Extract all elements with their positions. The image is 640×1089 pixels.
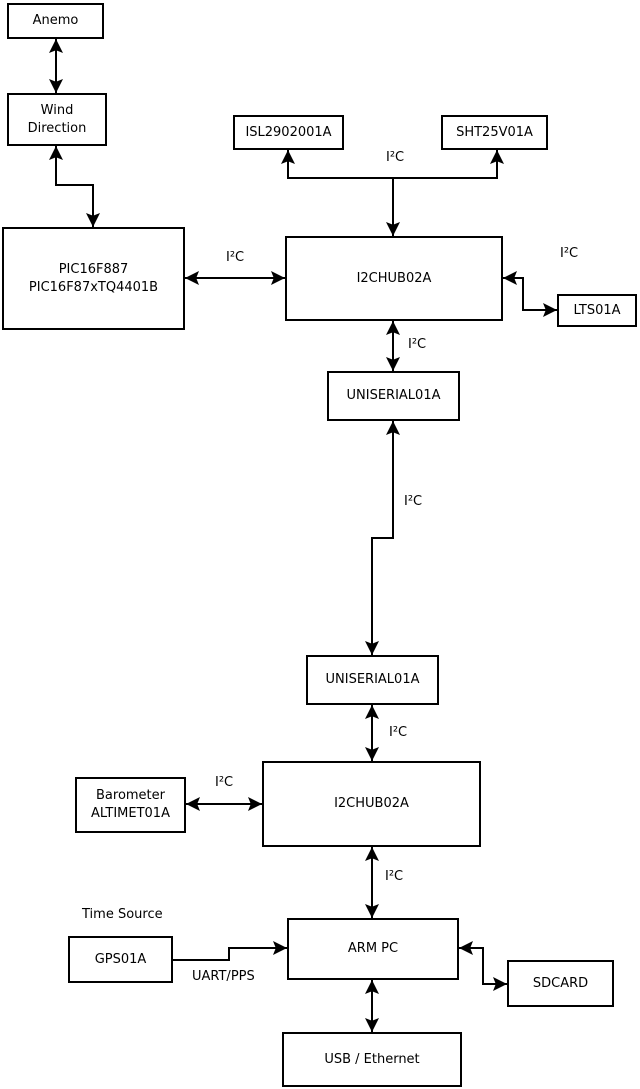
label-i2c-hub2-armpc: I²C <box>385 869 404 884</box>
node-barometer-altimet01a: Barometer ALTIMET01A <box>75 777 186 833</box>
node-lts01a: LTS01A <box>557 294 637 327</box>
label-i2c-hub-lts: I²C <box>560 246 579 261</box>
node-uniserial01a-lower: UNISERIAL01A <box>306 655 439 705</box>
node-isl2902001a: ISL2902001A <box>233 115 344 150</box>
edge-armpc-sdcard <box>459 941 507 991</box>
label-uart-pps: UART/PPS <box>192 969 255 984</box>
edge-uniserial1-uniserial2 <box>365 421 400 655</box>
edge-gps-armpc <box>173 941 287 961</box>
node-anemo: Anemo <box>7 3 104 39</box>
label-i2c-sensorbus: I²C <box>386 150 405 165</box>
node-i2chub02a-lower: I2CHUB02A <box>262 761 481 847</box>
node-wind-direction: Wind Direction <box>7 93 107 146</box>
node-arm-pc: ARM PC <box>287 918 459 980</box>
edge-winddirection-pic <box>49 146 100 227</box>
node-uniserial01a-upper: UNISERIAL01A <box>327 371 460 421</box>
edge-hub1-lts <box>503 271 557 317</box>
label-i2c-uniserial-hub2: I²C <box>389 725 408 740</box>
label-time-source: Time Source <box>82 907 163 922</box>
label-i2c-hub-uniserial: I²C <box>408 337 427 352</box>
node-pic16f887: PIC16F887 PIC16F87xTQ4401B <box>2 227 185 330</box>
label-i2c-barometer-hub2: I²C <box>215 775 234 790</box>
label-i2c-uniserial-link: I²C <box>404 494 423 509</box>
label-i2c-pic-hub: I²C <box>226 250 245 265</box>
node-sdcard: SDCARD <box>507 960 614 1007</box>
node-i2chub02a-upper: I2CHUB02A <box>285 236 503 321</box>
node-sht25v01a: SHT25V01A <box>441 115 548 150</box>
node-gps01a: GPS01A <box>68 936 173 983</box>
node-usb-ethernet: USB / Ethernet <box>282 1032 462 1087</box>
